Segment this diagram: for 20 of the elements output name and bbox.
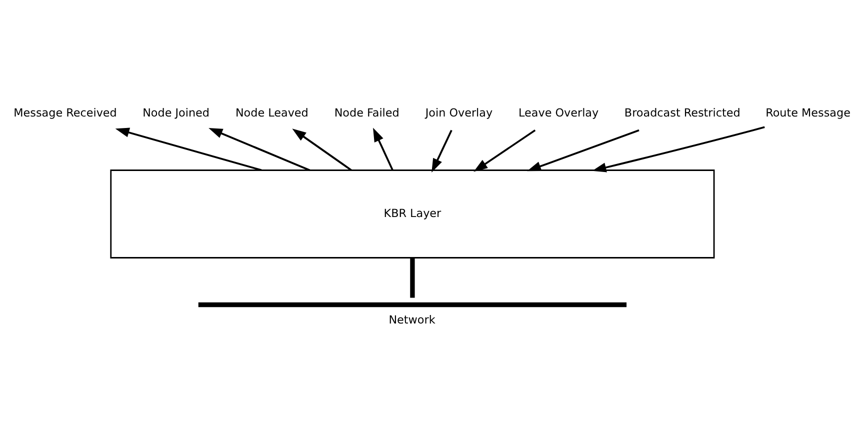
arrow: [292, 128, 352, 171]
arrow: [527, 129, 640, 172]
node-text: Node Joined: [142, 106, 210, 120]
node-box: [198, 302, 627, 308]
node-box: KBR Layer: [110, 170, 715, 258]
node-text: Node Leaved: [235, 106, 308, 120]
arrow: [208, 128, 310, 172]
arrow: [432, 130, 452, 173]
node-text: Message Received: [14, 106, 117, 120]
node-text: Node Failed: [334, 106, 400, 120]
node-text: Join Overlay: [425, 106, 493, 120]
arrow: [474, 129, 536, 172]
node-text: Leave Overlay: [518, 106, 599, 120]
arrow: [115, 128, 262, 172]
node-label: Network: [388, 313, 436, 326]
node-text: Broadcast Restricted: [624, 106, 740, 120]
arrow: [592, 126, 765, 172]
node-text: Route Message: [766, 106, 850, 120]
connector: [410, 258, 415, 298]
arrow: [372, 128, 394, 170]
